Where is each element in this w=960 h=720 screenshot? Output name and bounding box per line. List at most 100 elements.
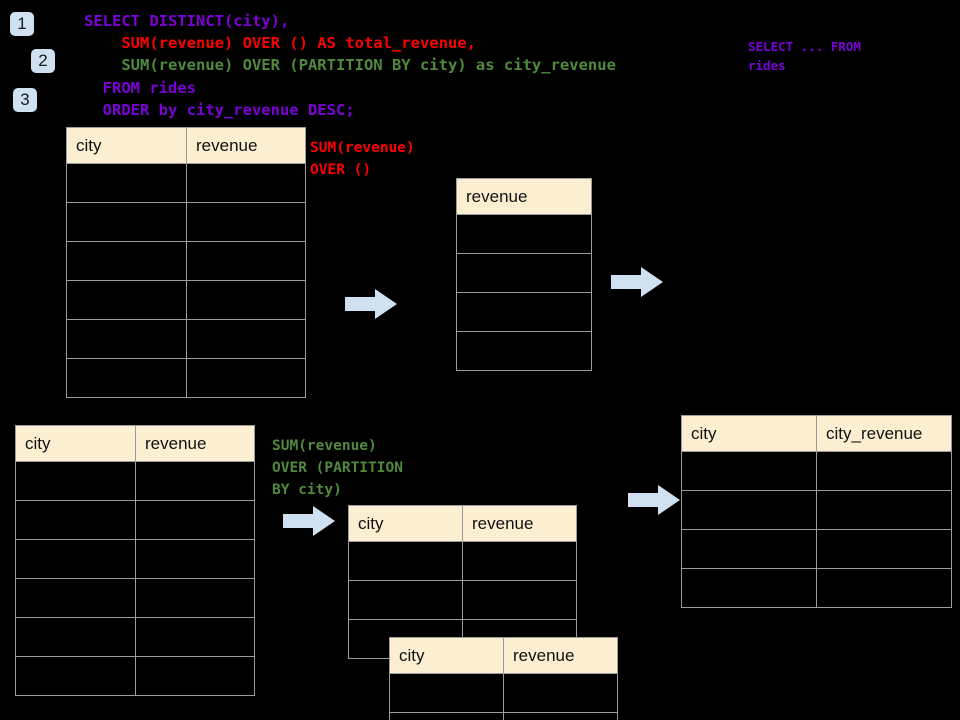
column-header-revenue: revenue (503, 637, 618, 674)
table-cell (681, 529, 817, 569)
table-row (66, 163, 306, 203)
table-cell (816, 529, 952, 569)
column-header-city: city (66, 127, 187, 164)
table-cell (186, 319, 306, 359)
table-row (15, 461, 255, 501)
table-row (389, 712, 618, 720)
table-cell (462, 541, 577, 581)
table-cell (816, 568, 952, 608)
table-row (681, 490, 952, 530)
table-cell (135, 500, 255, 540)
table-cell (681, 451, 817, 491)
rides-source-table-bottom: city revenue (15, 425, 255, 696)
table-cell (66, 241, 187, 281)
sql-line-from: FROM rides (84, 79, 196, 97)
rides-source-table-top: city revenue (66, 127, 306, 398)
table-cell (135, 578, 255, 618)
table-cell (816, 451, 952, 491)
table-cell (15, 500, 136, 540)
table-header-row: city revenue (348, 505, 577, 542)
table-cell (681, 490, 817, 530)
table-cell (503, 673, 618, 713)
table-cell (456, 331, 592, 371)
table-cell (66, 202, 187, 242)
table-cell (135, 461, 255, 501)
table-row (66, 319, 306, 359)
table-row (681, 451, 952, 491)
arrow-partition-to-result (628, 485, 680, 515)
table-cell (503, 712, 618, 720)
table-cell (186, 358, 306, 398)
table-body (348, 541, 577, 659)
table-cell (135, 617, 255, 657)
table-cell (389, 712, 504, 720)
partition-group-table-back: city revenue (348, 505, 577, 659)
table-row (15, 656, 255, 696)
table-cell (186, 163, 306, 203)
table-header-row: city city_revenue (681, 415, 952, 452)
sql-line-city-revenue: SUM(revenue) OVER (PARTITION BY city) as… (84, 56, 616, 74)
table-cell (186, 202, 306, 242)
table-cell (456, 253, 592, 293)
table-row (66, 241, 306, 281)
annotation-total-revenue-line1: SUM(revenue) (310, 140, 415, 156)
table-row (681, 568, 952, 608)
sql-line-total-revenue: SUM(revenue) OVER () AS total_revenue, (84, 34, 476, 52)
table-row (456, 292, 592, 332)
table-row (66, 358, 306, 398)
table-cell (66, 358, 187, 398)
table-cell (15, 539, 136, 579)
table-cell (186, 280, 306, 320)
arrow-source-to-partition (283, 506, 335, 536)
table-row (389, 673, 618, 713)
table-row (15, 539, 255, 579)
column-header-city: city (389, 637, 504, 674)
table-cell (348, 580, 463, 620)
table-body (389, 673, 618, 720)
table-body (15, 461, 255, 696)
column-header-city: city (681, 415, 817, 452)
table-cell (135, 539, 255, 579)
annotation-total-revenue-line2: OVER () (310, 162, 372, 178)
step-badge-1: 1 (10, 12, 34, 36)
annotation-city-revenue-line3: BY city) (272, 482, 342, 498)
table-header-row: city revenue (15, 425, 255, 462)
table-cell (681, 568, 817, 608)
arrow-total-revenue-to-result (611, 267, 663, 297)
column-header-city-revenue: city_revenue (816, 415, 952, 452)
table-cell (15, 617, 136, 657)
annotation-city-revenue-line2: OVER (PARTITION (272, 460, 403, 476)
table-cell (66, 319, 187, 359)
table-cell (456, 292, 592, 332)
step-badge-2: 2 (31, 49, 55, 73)
table-row (15, 617, 255, 657)
table-row (66, 280, 306, 320)
arrow-source-to-total-revenue (345, 289, 397, 319)
table-cell (462, 580, 577, 620)
table-row (456, 331, 592, 371)
table-row (348, 580, 577, 620)
table-header-row: city revenue (389, 637, 618, 674)
annotation-city-revenue-line1: SUM(revenue) (272, 438, 377, 454)
step-badge-3: 3 (13, 88, 37, 112)
table-cell (15, 578, 136, 618)
column-header-revenue: revenue (186, 127, 306, 164)
table-cell (389, 673, 504, 713)
column-header-city: city (348, 505, 463, 542)
partition-group-table-front: city revenue (389, 637, 618, 720)
table-cell (816, 490, 952, 530)
table-cell (135, 656, 255, 696)
table-cell (186, 241, 306, 281)
table-body (456, 214, 592, 371)
table-cell (456, 214, 592, 254)
final-result-table: city city_revenue (681, 415, 952, 608)
table-row (15, 500, 255, 540)
table-row (348, 541, 577, 581)
table-cell (66, 163, 187, 203)
column-header-revenue: revenue (135, 425, 255, 462)
table-cell (348, 541, 463, 581)
column-header-city: city (15, 425, 136, 462)
total-revenue-table: revenue (456, 178, 592, 371)
table-row (456, 253, 592, 293)
table-cell (15, 656, 136, 696)
